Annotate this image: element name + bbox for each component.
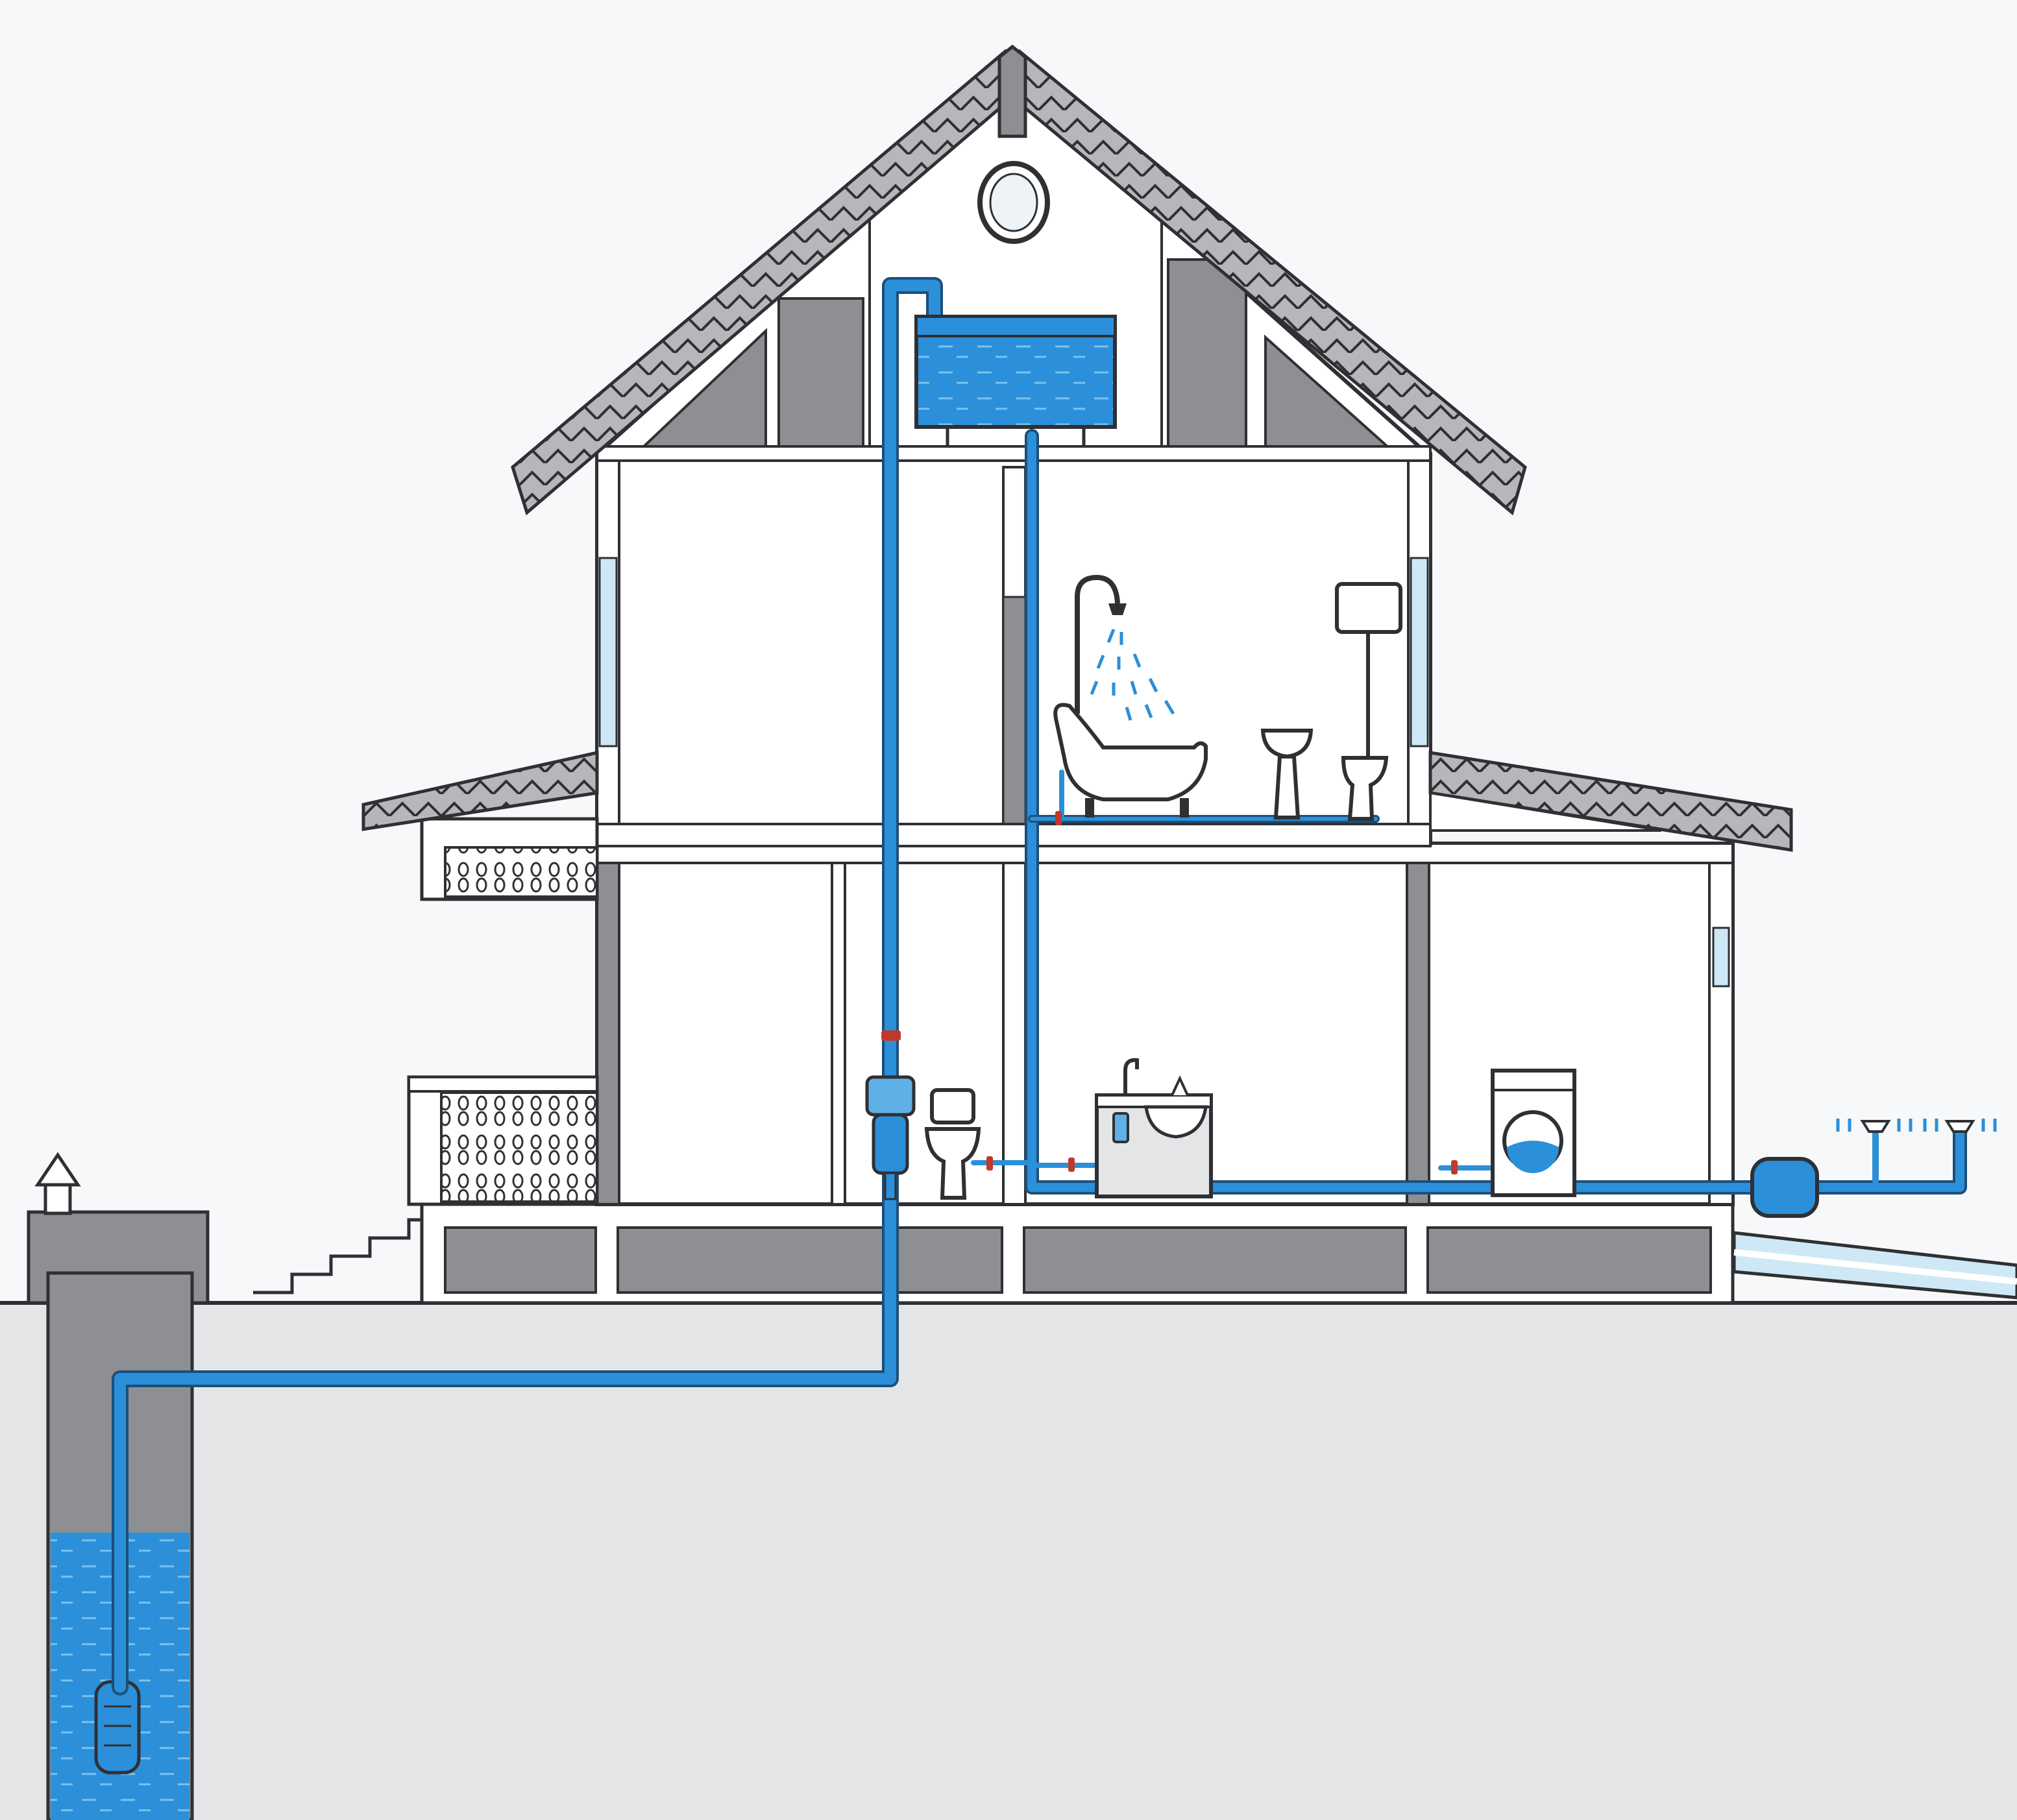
roof-ridge (997, 44, 1027, 138)
main-roof (511, 44, 1527, 516)
supply-pipe (114, 280, 940, 1693)
kitchen-sink (1095, 1058, 1213, 1198)
lower-balcony (407, 1075, 599, 1206)
well-vent-pipe (43, 1180, 72, 1215)
well-vent-cap (34, 1152, 81, 1187)
entrance-stairs (253, 1218, 422, 1294)
upper-balcony (420, 817, 599, 901)
drainage-vents (1836, 1119, 1997, 1133)
left-eave-roof (361, 750, 599, 831)
bathtub (1053, 703, 1208, 801)
attic-water-tank (914, 315, 1117, 448)
valves (881, 811, 1458, 1174)
right-eave-roof (1428, 751, 1793, 852)
toilet-ground-floor (924, 1088, 981, 1200)
side-roofs (361, 750, 1793, 852)
septic-tank (1750, 1157, 1819, 1218)
upper-floor (595, 452, 1432, 847)
toilet-upstairs (1335, 582, 1402, 821)
washing-machine (1491, 1069, 1576, 1197)
shower-water-spray (1090, 629, 1175, 721)
ground (0, 1303, 2017, 1820)
foundation (420, 1202, 1735, 1305)
submersible-pump (94, 1680, 141, 1775)
shower (1075, 574, 1175, 721)
filter-unit (865, 1075, 916, 1200)
outflow-pipe (1732, 1231, 2017, 1300)
washbasin-upstairs (1260, 729, 1314, 819)
